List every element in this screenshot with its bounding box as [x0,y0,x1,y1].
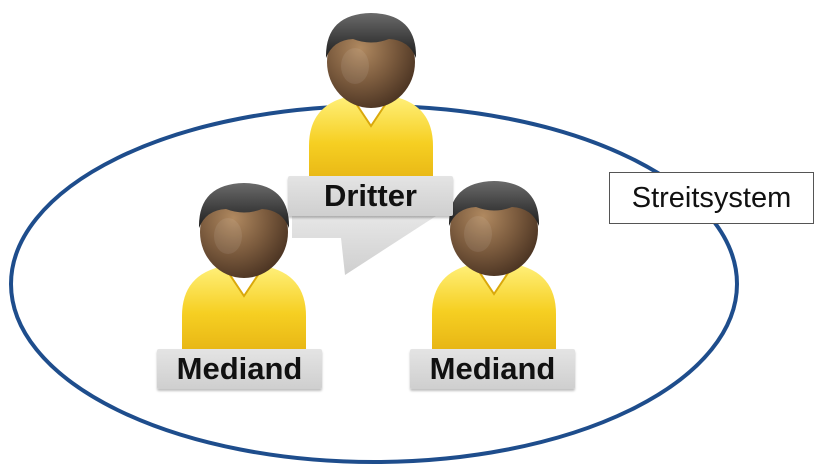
third-party-person-icon [308,12,434,202]
mediand-left-label: Mediand [157,349,322,389]
mediand-right-label: Mediand [410,349,575,389]
system-label: Streitsystem [609,172,814,224]
speech-pointer [292,216,436,275]
third-party-label: Dritter [288,176,453,216]
